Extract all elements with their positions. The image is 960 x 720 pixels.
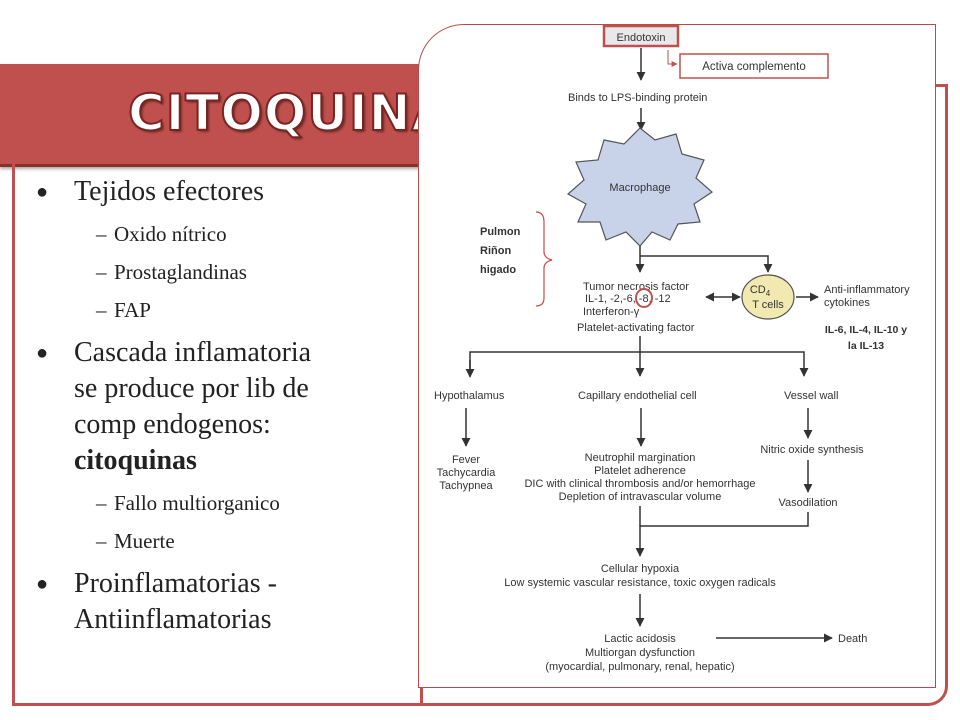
dash-icon: – bbox=[96, 260, 107, 284]
vasodilation-label: Vasodilation bbox=[778, 497, 837, 509]
branch-line bbox=[640, 255, 773, 273]
hypothalamus-label: Hypothalamus bbox=[434, 390, 505, 402]
vessel-label: Vessel wall bbox=[784, 390, 838, 402]
cd4-tcells-oval bbox=[741, 274, 795, 320]
bullet-text: Proinflamatorias - bbox=[74, 568, 277, 599]
il-note-line1: IL-6, IL-4, IL-10 y bbox=[825, 324, 907, 336]
activa-complemento-box bbox=[679, 53, 829, 79]
cd4-sub: 4 bbox=[766, 289, 771, 298]
dash-icon: – bbox=[96, 298, 107, 322]
sub-bullet-item: –Prostaglandinas bbox=[36, 253, 376, 291]
interferon-label: Interferon-γ bbox=[583, 306, 640, 318]
bullet-text: Cascada inflamatoria bbox=[74, 337, 312, 368]
bullet-dot-icon: ● bbox=[36, 181, 49, 203]
anti-inflammatory-label: Anti-inflammatory bbox=[824, 284, 910, 296]
il-before: IL-1, -2, bbox=[585, 293, 623, 305]
sub-bullet-text: Muerte bbox=[114, 529, 175, 553]
platelet-label: Platelet adherence bbox=[594, 465, 686, 477]
arrow-complemento bbox=[667, 50, 678, 67]
converge-line bbox=[635, 512, 809, 557]
sub-bullet-item: –Muerte bbox=[36, 522, 376, 560]
organ-list-label: (myocardial, pulmonary, renal, hepatic) bbox=[545, 661, 734, 673]
binds-label: Binds to LPS-binding protein bbox=[568, 92, 707, 104]
neutrophil-label: Neutrophil margination bbox=[585, 452, 696, 464]
il6-highlight bbox=[635, 288, 653, 308]
sub-bullet-text: Oxido nítrico bbox=[114, 222, 227, 246]
lactic-label: Lactic acidosis bbox=[604, 633, 676, 645]
organ-label: higado bbox=[480, 264, 516, 276]
bullet-text: se produce por lib de bbox=[74, 373, 309, 404]
nitric-label: Nitric oxide synthesis bbox=[760, 444, 864, 456]
dash-icon: – bbox=[96, 491, 107, 515]
tcells-label: T cells bbox=[752, 299, 784, 311]
depletion-label: Depletion of intravascular volume bbox=[559, 491, 722, 503]
sub-bullet-text: FAP bbox=[114, 298, 151, 322]
bullet-text: Tejidos efectores bbox=[74, 176, 265, 207]
activa-complemento-label: Activa complemento bbox=[702, 61, 806, 73]
cd4-label: CD4 bbox=[750, 284, 771, 298]
split-line bbox=[469, 351, 809, 377]
il-note-line2: la IL-13 bbox=[848, 340, 884, 352]
capillary-label: Capillary endothelial cell bbox=[578, 390, 697, 402]
bullet-item: ● Cascada inflamatoria se produce por lib … bbox=[36, 335, 376, 479]
sub-bullet-item: –Fallo multiorganico bbox=[36, 484, 376, 522]
dic-label: DIC with clinical thrombosis and/or hemo… bbox=[524, 478, 755, 490]
bullet-item: ● Tejidos efectores bbox=[36, 174, 376, 210]
bullet-text: Antiinflamatorias bbox=[74, 604, 272, 635]
bullet-dot-icon: ● bbox=[36, 342, 49, 364]
paf-label: Platelet-activating factor bbox=[577, 322, 695, 334]
bullet-item: ● Proinflamatorias - Antiinflamatorias bbox=[36, 566, 376, 638]
sub-bullet-item: –FAP bbox=[36, 291, 376, 329]
bullet-dot-icon: ● bbox=[36, 573, 49, 595]
tachycardia-label: Tachycardia bbox=[437, 467, 497, 479]
sub-bullet-text: Fallo multiorganico bbox=[114, 491, 280, 515]
tnf-label: Tumor necrosis factor bbox=[583, 281, 689, 293]
sub-bullet-item: –Oxido nítrico bbox=[36, 215, 376, 253]
il-line: IL-1, -2,-6, -8, -12 bbox=[585, 293, 671, 305]
hypoxia-label: Cellular hypoxia bbox=[601, 563, 680, 575]
frame-left bbox=[12, 160, 432, 706]
endotoxin-label: Endotoxin bbox=[617, 32, 666, 44]
lowsys-label: Low systemic vascular resistance, toxic … bbox=[504, 577, 776, 589]
dash-icon: – bbox=[96, 222, 107, 246]
organs-bracket bbox=[535, 211, 553, 307]
sub-bullet-text: Prostaglandinas bbox=[114, 260, 247, 284]
il-circled: -6 bbox=[623, 293, 633, 305]
death-label: Death bbox=[838, 633, 867, 645]
organ-label: Pulmon bbox=[480, 226, 521, 238]
dash-icon: – bbox=[96, 529, 107, 553]
bullet-list: ●Tejidos efectores –Oxido nítrico –Prost… bbox=[36, 174, 376, 643]
multiorgan-label: Multiorgan dysfunction bbox=[585, 647, 695, 659]
cd4-main: CD bbox=[750, 284, 766, 296]
tachypnea-label: Tachypnea bbox=[439, 480, 493, 492]
cytokines-label: cytokines bbox=[824, 297, 870, 309]
diagram-card bbox=[418, 24, 936, 688]
bullet-text-bold: citoquinas bbox=[74, 445, 197, 476]
macrophage-label: Macrophage bbox=[609, 182, 670, 194]
organ-label: Riñon bbox=[480, 245, 511, 257]
bullet-text: comp endogenos: bbox=[74, 409, 271, 440]
endotoxin-box bbox=[602, 24, 680, 48]
fever-label: Fever bbox=[452, 454, 480, 466]
